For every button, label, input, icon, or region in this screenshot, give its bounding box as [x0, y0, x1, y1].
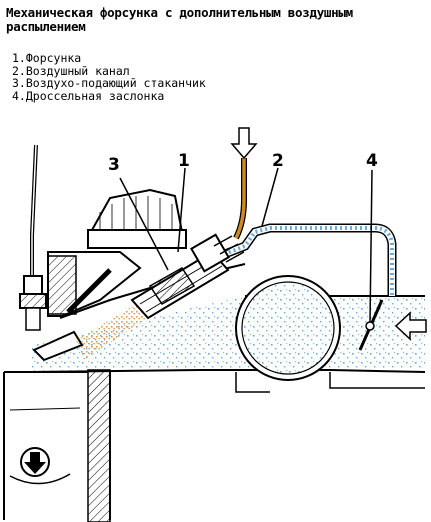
fuel-inlet-arrow-icon	[230, 127, 258, 160]
spark-plug	[19, 144, 47, 331]
fuel-spray	[76, 302, 150, 360]
throttle-housing	[235, 275, 341, 381]
legend-item-air-cup: 3.Воздухо-подающий стаканчик	[12, 76, 206, 90]
callout-4: 4	[366, 151, 378, 171]
legend: 1.Форсунка 2.Воздушный канал 3.Воздухо-п…	[12, 52, 206, 102]
callout-2: 2	[272, 151, 284, 171]
exhaust-down-arrow-icon	[20, 447, 50, 477]
legend-item-throttle: 4.Дроссельная заслонка	[12, 88, 165, 103]
air-cup	[148, 267, 196, 305]
callout-leaders	[119, 167, 373, 323]
cylinder	[3, 369, 111, 522]
legend-item-injector: 1.Форсунка	[12, 51, 82, 65]
legend-item-air-channel: 2.Воздушный канал	[12, 63, 130, 78]
air-channel	[213, 223, 397, 296]
callout-1: 1	[178, 151, 190, 171]
callout-3: 3	[108, 155, 120, 175]
fuel-line	[233, 158, 247, 240]
air-inlet-arrow-icon	[394, 311, 427, 341]
manifold-outline	[109, 372, 425, 520]
diagram-title: Механическая форсунка с дополнительным в…	[6, 5, 353, 34]
